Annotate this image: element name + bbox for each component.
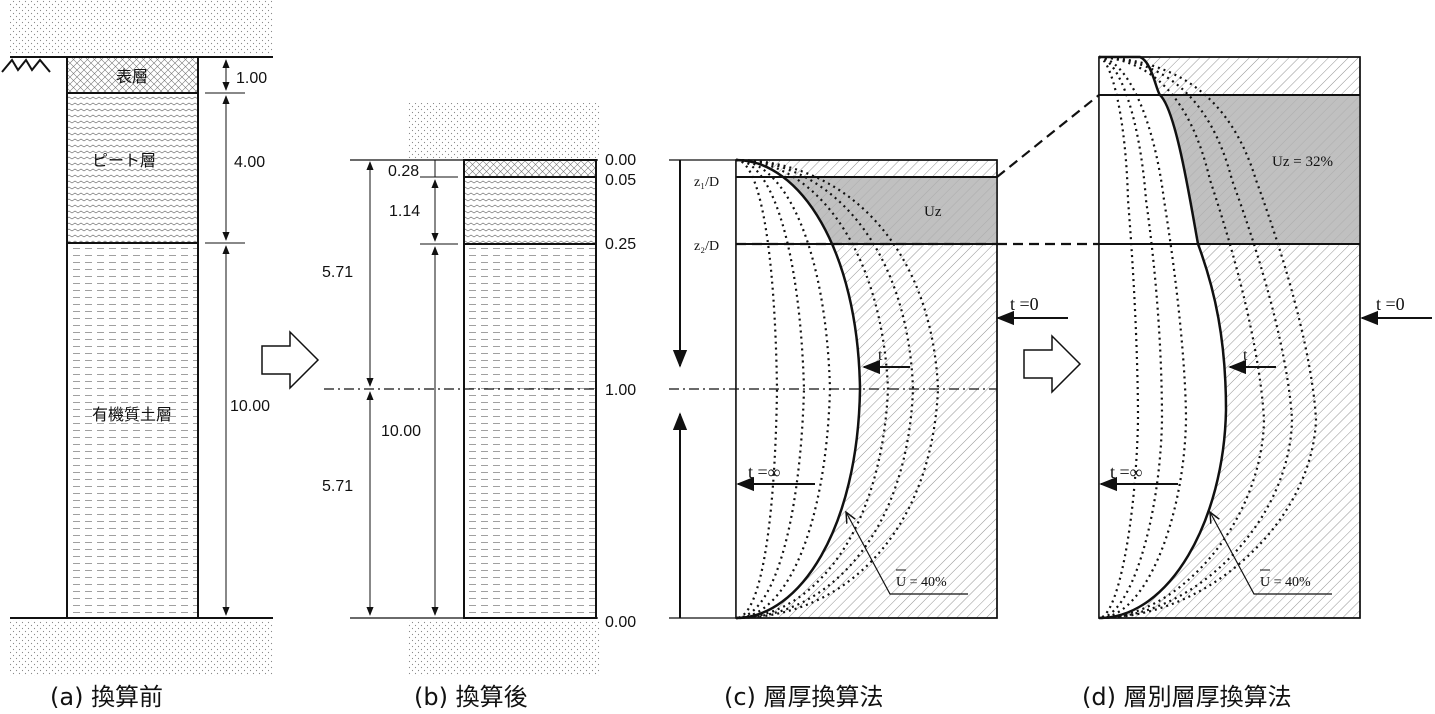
tinf-label-d: t =∞ <box>1110 462 1143 482</box>
dim-b-028: 0.28 <box>388 163 419 180</box>
panel-a: 表層 ピート層 有機質土層 1.00 4.00 10.00 (a) 換算前 <box>1 0 273 711</box>
isochrone-u40-c <box>735 158 862 620</box>
ground-below-b <box>407 620 600 676</box>
isochrone-u40-d <box>1098 55 1228 620</box>
ground-above <box>10 0 273 55</box>
dim-organic: 10.00 <box>230 398 270 415</box>
organic-soil-layer <box>66 242 199 619</box>
isochrones-d <box>1098 55 1318 620</box>
panel-b: 0.28 1.14 5.71 10.00 5.71 0.00 0.05 0.25… <box>322 103 636 711</box>
arrow-c-to-d-icon <box>1023 334 1082 394</box>
ubar-label-d: U = 40% <box>1260 575 1311 590</box>
caption-b: (b) 換算後 <box>414 683 528 711</box>
tick-100: 1.00 <box>605 382 636 399</box>
dim-b-571-bottom: 5.71 <box>322 478 353 495</box>
panel-d: Uz = 32% t =0 t t =∞ U = 40% (d) 層別層厚換算法 <box>1082 55 1432 711</box>
peat-layer-label: ピート層 <box>92 151 156 170</box>
dim-b-571-top: 5.71 <box>322 264 353 281</box>
t-label-c: t <box>878 347 883 364</box>
caption-c: (c) 層厚換算法 <box>724 683 884 711</box>
t0-label-d: t =0 <box>1376 294 1405 314</box>
ground-surface-icon <box>1 58 51 73</box>
dim-b-1000: 10.00 <box>381 423 421 440</box>
caption-a: (a) 換算前 <box>50 683 163 711</box>
panel-c: z₁/D z₂/D Uz t =0 t t =∞ U = 40% (c) 層厚換… <box>669 158 1068 711</box>
organic-soil-layer-label: 有機質土層 <box>92 405 172 424</box>
uz-label-d: Uz = 32% <box>1272 154 1333 170</box>
t0-label-c: t =0 <box>1010 294 1039 314</box>
t-label-d: t <box>1243 347 1248 364</box>
dim-peat: 4.00 <box>234 154 265 171</box>
tick-000-bottom: 0.00 <box>605 614 636 631</box>
caption-d: (d) 層別層厚換算法 <box>1082 683 1292 711</box>
surface-layer-label: 表層 <box>116 67 148 86</box>
dim-surface: 1.00 <box>236 70 267 87</box>
z1-label: z₁/D <box>694 175 719 190</box>
ground-above-b <box>407 103 600 158</box>
dim-b-114: 1.14 <box>389 203 420 220</box>
z2-label: z₂/D <box>694 239 719 254</box>
tinf-label-c: t =∞ <box>748 462 781 482</box>
ubar-label-c: U = 40% <box>896 575 947 590</box>
surface-layer <box>66 56 199 94</box>
uz-label-c: Uz <box>924 204 942 220</box>
arrow-a-to-b-icon <box>261 330 320 390</box>
tick-025: 0.25 <box>605 236 636 253</box>
peat-layer <box>66 92 199 244</box>
ground-below <box>10 620 273 676</box>
tick-000-top: 0.00 <box>605 152 636 169</box>
tick-005: 0.05 <box>605 172 636 189</box>
